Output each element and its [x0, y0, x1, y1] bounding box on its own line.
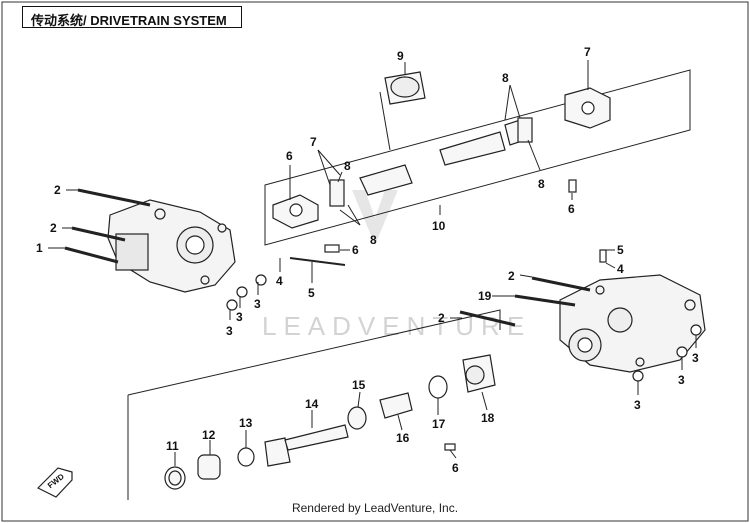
callout-6: 6 — [452, 461, 459, 475]
callout-9: 8 — [344, 159, 351, 173]
callout-1: 1 — [36, 241, 43, 255]
callout-12: 11 — [166, 439, 179, 453]
callout-8: 7 — [310, 135, 317, 149]
callout-3: 3 — [226, 324, 233, 338]
callout-20: 19 — [478, 289, 492, 303]
callout-6: 6 — [352, 243, 359, 257]
driveshaft-assembly-box — [264, 69, 691, 246]
callout-13: 12 — [202, 428, 216, 442]
footer-credit: Rendered by LeadVenture, Inc. — [291, 501, 459, 515]
callout-19: 18 — [481, 411, 495, 425]
callout-7: 7 — [584, 45, 591, 59]
callout-4: 4 — [617, 262, 624, 276]
callout-8: 8 — [370, 233, 377, 247]
rear-axle-assembly-box — [127, 309, 501, 500]
callout-3: 3 — [678, 373, 685, 387]
callout-3: 3 — [634, 398, 641, 412]
callout-2: 2 — [508, 269, 515, 283]
diagram-title: 传动系统/ DRIVETRAIN SYSTEM — [31, 13, 227, 28]
front-differential — [107, 199, 236, 293]
callout-10: 9 — [397, 49, 404, 63]
bolts — [64, 179, 607, 451]
diagram-title-box: 传动系统/ DRIVETRAIN SYSTEM — [22, 6, 242, 28]
watermark-text: LEADVENTURE — [262, 311, 531, 341]
callout-11: 10 — [432, 219, 446, 233]
callout-5: 5 — [308, 286, 315, 300]
callout-numbers: 1 2 2 2 2 3 3 3 3 3 3 4 4 5 5 6 6 6 6 7 … — [36, 45, 699, 475]
leader-lines — [48, 60, 697, 466]
callout-15: 14 — [305, 397, 319, 411]
callout-4: 4 — [276, 274, 283, 288]
callout-3: 3 — [692, 351, 699, 365]
callout-2: 2 — [54, 183, 61, 197]
callout-2: 2 — [438, 311, 445, 325]
callout-16: 15 — [352, 378, 366, 392]
callout-17: 16 — [396, 431, 410, 445]
fwd-arrow: FWD — [36, 467, 73, 498]
upper-shaft-parts — [272, 71, 611, 229]
callout-14: 13 — [239, 416, 253, 430]
callout-5: 5 — [617, 243, 624, 257]
callout-8: 8 — [538, 177, 545, 191]
callout-18: 17 — [432, 417, 446, 431]
callout-8: 8 — [502, 71, 509, 85]
rear-differential — [559, 274, 706, 373]
callout-6: 6 — [568, 202, 575, 216]
callout-3: 3 — [254, 297, 261, 311]
axle-parts — [164, 354, 496, 490]
callout-7: 6 — [286, 149, 293, 163]
callout-3: 3 — [236, 310, 243, 324]
callout-2: 2 — [50, 221, 57, 235]
